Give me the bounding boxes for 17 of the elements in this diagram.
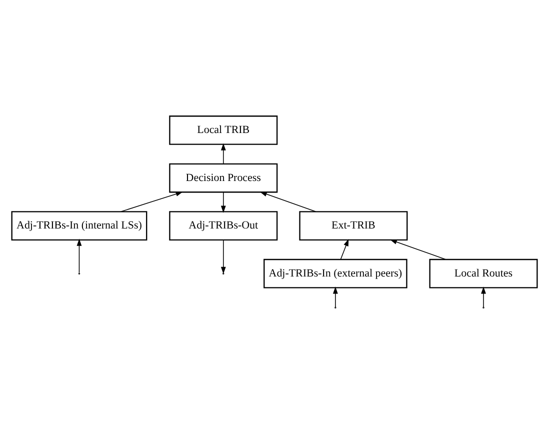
node-box: Adj-TRIBs-In (external peers) bbox=[264, 258, 408, 288]
arrow bbox=[76, 238, 82, 273]
arrow bbox=[481, 286, 486, 308]
arrow bbox=[220, 142, 226, 164]
arrow bbox=[120, 191, 183, 212]
node-box: Ext-TRIB bbox=[299, 210, 408, 240]
arrow bbox=[220, 191, 226, 212]
node-box: Local Routes bbox=[429, 258, 538, 288]
arrow bbox=[390, 239, 446, 260]
arrow bbox=[340, 238, 349, 260]
arrow bbox=[220, 239, 226, 274]
node-box: Adj-TRIBs-Out bbox=[169, 210, 278, 240]
node-box: Local TRIB bbox=[169, 115, 278, 144]
node-box: Decision Process bbox=[169, 162, 278, 192]
arrow bbox=[332, 286, 338, 308]
arrow bbox=[260, 191, 316, 212]
node-box: Adj-TRIBs-In (internal LSs) bbox=[11, 210, 148, 240]
